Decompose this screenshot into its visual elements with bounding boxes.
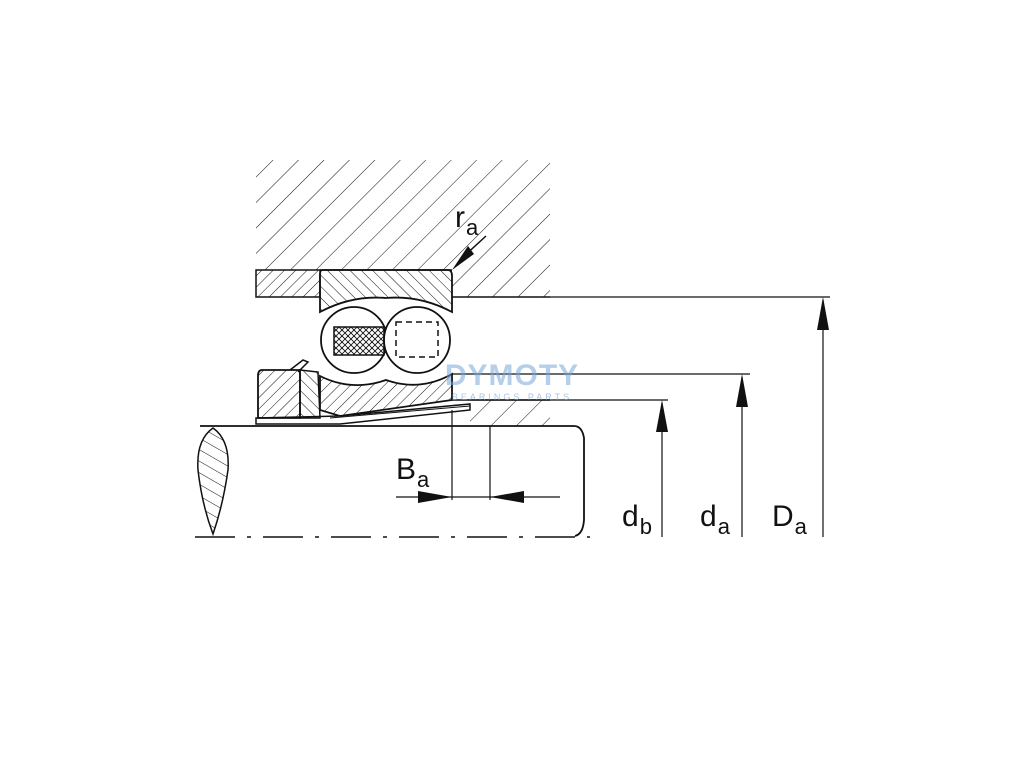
arrow-Da bbox=[817, 297, 829, 330]
label-ra: ra bbox=[455, 201, 479, 240]
watermark-subtext: BEARINGS PARTS bbox=[451, 392, 573, 402]
outer-ring bbox=[319, 269, 453, 314]
arrow-da bbox=[736, 374, 748, 407]
label-db: db bbox=[622, 500, 652, 539]
arrowheads bbox=[418, 297, 829, 503]
inner-ring bbox=[319, 372, 453, 417]
shaft-section bbox=[197, 427, 229, 537]
arrow-Ba-left bbox=[418, 491, 452, 503]
cage-hidden bbox=[395, 321, 439, 358]
rolling-elements bbox=[320, 306, 451, 374]
label-Ba: Ba bbox=[396, 453, 430, 492]
arrow-db bbox=[656, 400, 668, 432]
lock-nut bbox=[257, 359, 321, 419]
dimension-lines bbox=[396, 296, 830, 537]
ra-leader bbox=[452, 235, 487, 270]
cage bbox=[333, 326, 385, 356]
watermark-text: DYMOTY bbox=[444, 359, 580, 392]
shaft bbox=[195, 425, 590, 538]
label-da: da bbox=[700, 500, 730, 539]
arrow-Ba-right bbox=[490, 491, 524, 503]
watermark-logo: DYMOTY BEARINGS PARTS bbox=[432, 359, 592, 405]
label-Da: Da bbox=[772, 500, 807, 539]
